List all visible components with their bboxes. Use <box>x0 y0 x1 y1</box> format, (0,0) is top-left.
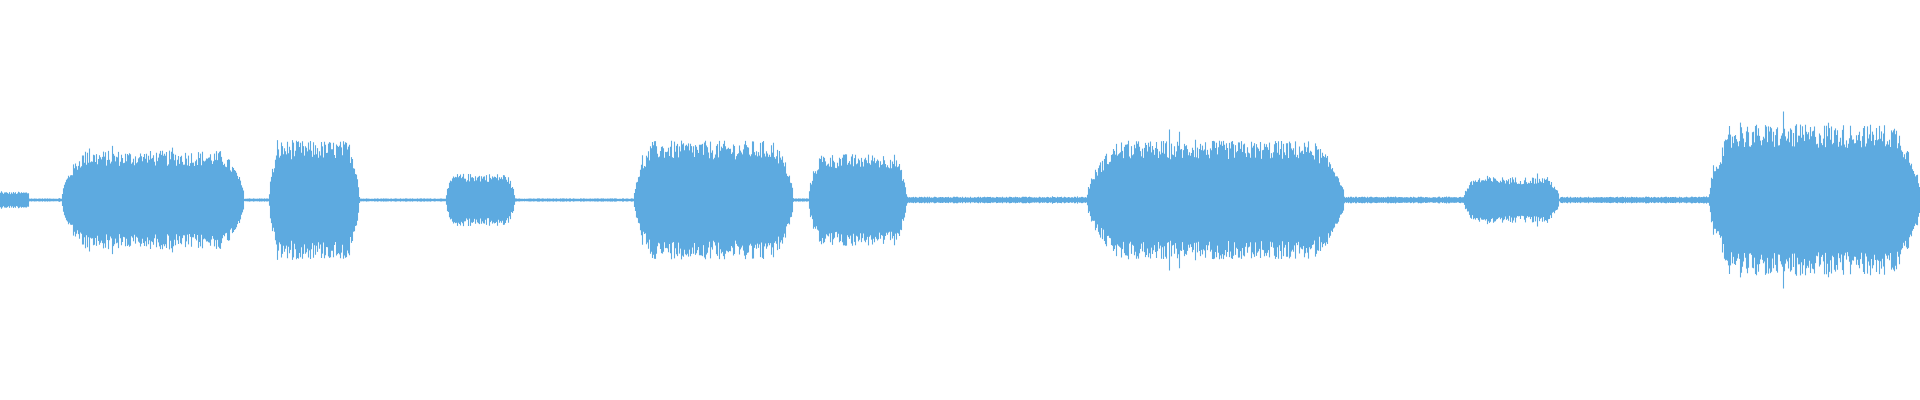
waveform-bars <box>0 111 1920 289</box>
waveform-envelope <box>0 111 1920 289</box>
